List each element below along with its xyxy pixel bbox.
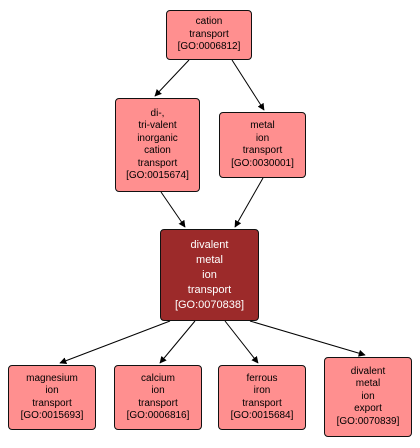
node-line: transport bbox=[137, 157, 178, 169]
node-line: [GO:0015684] bbox=[230, 410, 294, 421]
node-line: metal bbox=[355, 378, 381, 390]
node-line: di-, bbox=[150, 107, 165, 119]
node-line: magnesium bbox=[26, 372, 78, 384]
node-line: inorganic bbox=[137, 132, 178, 144]
node-divalent-metal-ion-transport[interactable]: divalent metal ion transport [GO:0070838… bbox=[160, 229, 259, 321]
node-magnesium-ion-transport[interactable]: magnesium ion transport [GO:0015693] bbox=[8, 365, 96, 430]
node-line: metal bbox=[250, 120, 275, 131]
edge-cation-to-di-trivalent bbox=[154, 59, 190, 97]
node-line: ion bbox=[361, 390, 375, 402]
node-line: [GO:0070838] bbox=[174, 298, 245, 311]
node-line: divalent bbox=[190, 238, 229, 251]
node-line: calcium bbox=[141, 372, 175, 384]
node-line: [GO:0070839] bbox=[336, 415, 400, 427]
node-calcium-ion-transport[interactable]: calcium ion transport [GO:0006816] bbox=[114, 365, 202, 430]
node-line: ion bbox=[202, 268, 217, 281]
node-line: divalent bbox=[350, 365, 386, 377]
node-line: ion bbox=[151, 385, 165, 396]
node-cation-transport[interactable]: cation transport [GO:0006812] bbox=[166, 10, 252, 60]
node-line: metal bbox=[196, 253, 223, 266]
node-line: transport bbox=[187, 283, 232, 296]
node-metal-ion-transport[interactable]: metal ion transport [GO:0030001] bbox=[219, 112, 306, 178]
edge-divalent-to-ferrous bbox=[224, 320, 259, 364]
edge-metal-ion-to-divalent bbox=[234, 177, 264, 228]
node-line: transport bbox=[32, 397, 72, 409]
node-line: [GO:0015674] bbox=[126, 170, 189, 181]
node-line: ion bbox=[255, 132, 270, 144]
node-line: ferrous bbox=[246, 372, 278, 384]
node-line: ion bbox=[45, 385, 59, 396]
node-line: export bbox=[354, 403, 382, 415]
node-line: transport bbox=[138, 397, 178, 409]
node-line: cation bbox=[195, 16, 223, 28]
edge-divalent-to-magnesium bbox=[59, 320, 171, 365]
node-divalent-metal-ion-export[interactable]: divalent metal ion export [GO:0070839] bbox=[324, 357, 412, 437]
edge-cation-to-metal-ion bbox=[231, 59, 265, 111]
node-line: [GO:0030001] bbox=[231, 157, 294, 169]
edge-divalent-to-export bbox=[249, 320, 366, 357]
node-line: cation bbox=[144, 145, 171, 156]
edge-divalent-to-calcium bbox=[159, 320, 196, 364]
node-di-trivalent-inorganic-cation-transport[interactable]: di-, tri-valent inorganic cation transpo… bbox=[115, 98, 200, 192]
node-line: transport bbox=[242, 145, 283, 156]
node-line: transport bbox=[242, 397, 282, 409]
node-line: [GO:0006812] bbox=[177, 41, 241, 53]
node-line: [GO:0006816] bbox=[126, 410, 190, 421]
edge-di-trivalent-to-divalent bbox=[160, 191, 186, 228]
node-line: iron bbox=[253, 385, 271, 396]
node-line: tri-valent bbox=[138, 120, 177, 131]
node-line: [GO:0015693] bbox=[20, 410, 84, 421]
node-ferrous-iron-transport[interactable]: ferrous iron transport [GO:0015684] bbox=[218, 365, 306, 430]
node-line: transport bbox=[189, 28, 229, 40]
